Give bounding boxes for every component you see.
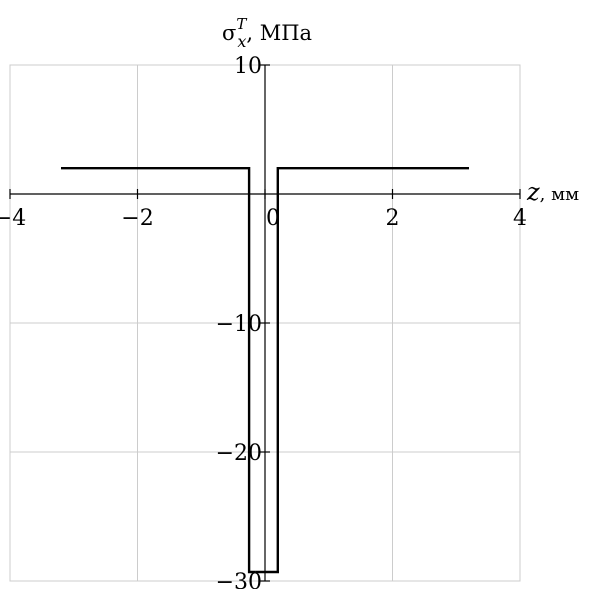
x-tick-label: −2 [121, 206, 153, 231]
x-axis-label-symbol: z [526, 178, 540, 206]
series-layer [61, 166, 469, 574]
y-axis-label-symbol: σ [222, 21, 236, 45]
x-tick-label: 0 [266, 206, 280, 231]
y-axis-label-unit: , МПа [246, 21, 312, 45]
y-tick-label: −20 [216, 441, 262, 466]
y-axis-label-sup: T [236, 15, 247, 33]
y-tick-label: −10 [216, 312, 262, 337]
y-tick-label: −30 [216, 570, 262, 589]
x-axis-label-unit: , мм [540, 184, 579, 205]
series-line-2 [255, 166, 469, 574]
x-tick-label: 4 [513, 206, 527, 231]
y-axis-label-sub: x [237, 32, 246, 51]
y-tick-label: 10 [234, 54, 262, 79]
series-line-1 [61, 166, 256, 574]
x-tick-label: −4 [0, 206, 26, 231]
x-axis-label: z, мм [526, 178, 579, 206]
x-tick-label: 2 [386, 206, 400, 231]
